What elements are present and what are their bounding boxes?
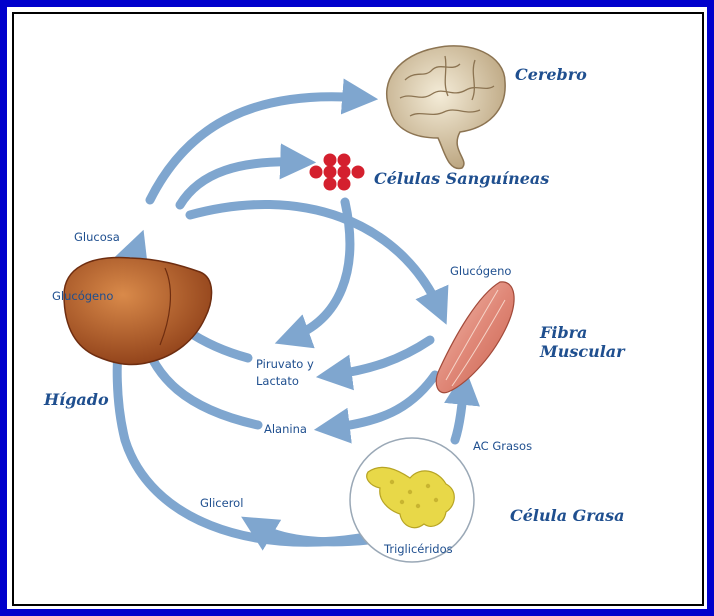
lactato-label: Lactato	[256, 374, 299, 388]
piruvato-label: Piruvato y	[256, 357, 314, 371]
glucosa-label: Glucosa	[74, 230, 120, 244]
fibra-label: Fibra	[539, 323, 587, 342]
glicerol-label: Glicerol	[200, 496, 243, 510]
glucogeno-liver-label: Glucógeno	[52, 289, 113, 303]
blood-cells-icon	[310, 154, 365, 191]
arrow-ac-grasos	[455, 385, 464, 440]
ac-grasos-label: AC Grasos	[473, 439, 532, 453]
arrow-to-muscle	[190, 204, 440, 310]
celulas-sanguineas-label: Células Sanguíneas	[374, 169, 549, 188]
brain-icon	[387, 46, 505, 169]
muscular-label: Muscular	[539, 342, 626, 361]
trigliceridos-label: Triglicéridos	[383, 542, 453, 556]
glucogeno-muscle-label: Glucógeno	[450, 264, 511, 278]
arrow-celulas-to-piruvato	[290, 202, 350, 338]
arrow-muscle-to-alanina	[330, 375, 435, 428]
alanina-label: Alanina	[264, 422, 307, 436]
arrow-muscle-to-piruvato	[332, 340, 430, 375]
celula-grasa-label: Célula Grasa	[510, 506, 624, 525]
muscle-fiber-icon	[436, 282, 514, 393]
arrow-to-celulas	[180, 162, 300, 205]
liver-icon	[64, 258, 212, 365]
higado-label: Hígado	[43, 390, 109, 409]
cerebro-label: Cerebro	[515, 65, 587, 84]
